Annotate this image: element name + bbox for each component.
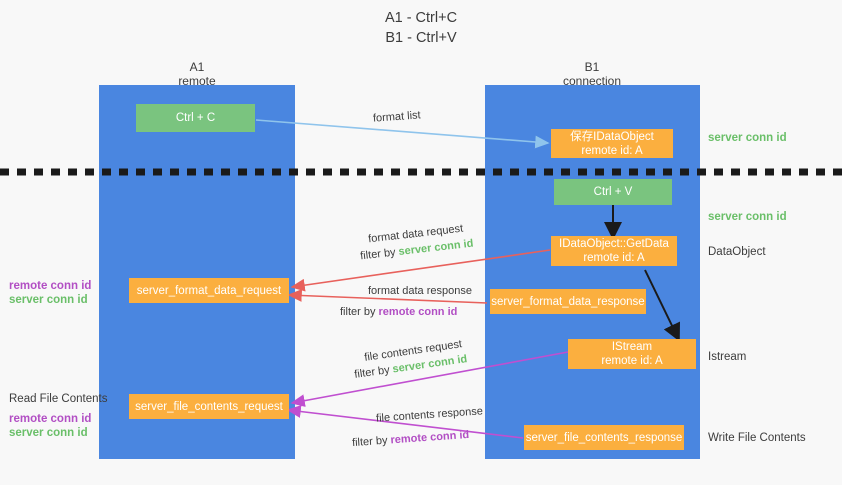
box-ctrl-v[interactable]: Ctrl + V	[554, 179, 672, 205]
label-format-list-text: format list	[372, 109, 422, 125]
right-label-server-conn-id-2: server conn id	[708, 211, 787, 223]
label-filter-prefix-4: filter by	[351, 434, 391, 450]
column-header-a1: A1 remote	[135, 60, 259, 88]
left-label-server-conn-id-1: server conn id	[9, 294, 88, 306]
box-ctrl-v-label: Ctrl + V	[593, 186, 633, 198]
page-title: A1 - Ctrl+C B1 - Ctrl+V	[0, 8, 842, 48]
column-header-b1: B1 connection	[530, 60, 654, 88]
label-filter-value-remote-conn-id: remote conn id	[378, 306, 458, 318]
label-format-list: format list	[373, 109, 421, 125]
box-server-format-data-request-label: server_format_data_request	[136, 284, 282, 297]
label-filter-prefix-3: filter by	[353, 363, 394, 381]
column-a1-sub: remote	[178, 74, 216, 88]
right-label-istream: Istream	[708, 351, 747, 363]
label-file-contents-response-text: file contents response	[375, 405, 484, 425]
box-server-format-data-request[interactable]: server_format_data_request	[129, 278, 289, 303]
label-file-contents-response-filter: filter by remote conn id	[352, 429, 470, 450]
box-ctrl-c-label: Ctrl + C	[175, 112, 216, 124]
box-istream-label: IStream	[611, 341, 653, 353]
box-server-file-contents-request-label: server_file_contents_request	[135, 400, 283, 413]
label-format-data-response: format data response	[368, 285, 472, 298]
box-save-idataobject[interactable]: 保存IDataObject remote id: A	[551, 129, 673, 158]
box-server-format-data-response-label: server_format_data_response	[491, 295, 645, 308]
box-server-file-contents-response-label: server_file_contents_response	[525, 431, 683, 444]
column-b1-sub: connection	[562, 74, 622, 88]
title-line-2: B1 - Ctrl+V	[385, 30, 457, 46]
label-filter-value-remote-conn-id-2: remote conn id	[390, 428, 470, 447]
box-istream[interactable]: IStream remote id: A	[568, 339, 696, 369]
left-label-remote-conn-id-1: remote conn id	[9, 280, 92, 292]
left-label-read-file-contents: Read File Contents	[9, 393, 108, 405]
label-format-data-response-text: format data response	[368, 285, 472, 297]
left-label-server-conn-id-2: server conn id	[9, 427, 88, 439]
column-b1-name: B1	[584, 60, 600, 74]
box-save-idataobject-label2: remote id: A	[581, 144, 643, 157]
box-server-format-data-response[interactable]: server_format_data_response	[490, 289, 646, 314]
box-ctrl-c[interactable]: Ctrl + C	[136, 104, 255, 132]
box-server-file-contents-response[interactable]: server_file_contents_response	[524, 425, 684, 450]
column-a1-name: A1	[189, 60, 205, 74]
box-istream-label2: remote id: A	[601, 355, 663, 367]
box-getdata[interactable]: IDataObject::GetData remote id: A	[551, 236, 677, 266]
title-line-1: A1 - Ctrl+C	[384, 10, 458, 26]
box-getdata-label: IDataObject::GetData	[559, 238, 669, 250]
right-label-write-file-contents: Write File Contents	[708, 432, 806, 444]
right-label-server-conn-id-1: server conn id	[708, 132, 787, 144]
label-filter-prefix-2: filter by	[340, 306, 379, 318]
box-save-idataobject-label: 保存IDataObject	[570, 130, 654, 143]
box-getdata-label2: remote id: A	[583, 252, 645, 264]
right-label-dataobject: DataObject	[708, 246, 766, 258]
label-file-contents-response: file contents response	[376, 405, 484, 425]
box-server-file-contents-request[interactable]: server_file_contents_request	[129, 394, 289, 419]
left-label-remote-conn-id-2: remote conn id	[9, 413, 92, 425]
label-format-data-response-filter: filter by remote conn id	[340, 306, 457, 319]
label-filter-prefix: filter by	[359, 246, 400, 263]
